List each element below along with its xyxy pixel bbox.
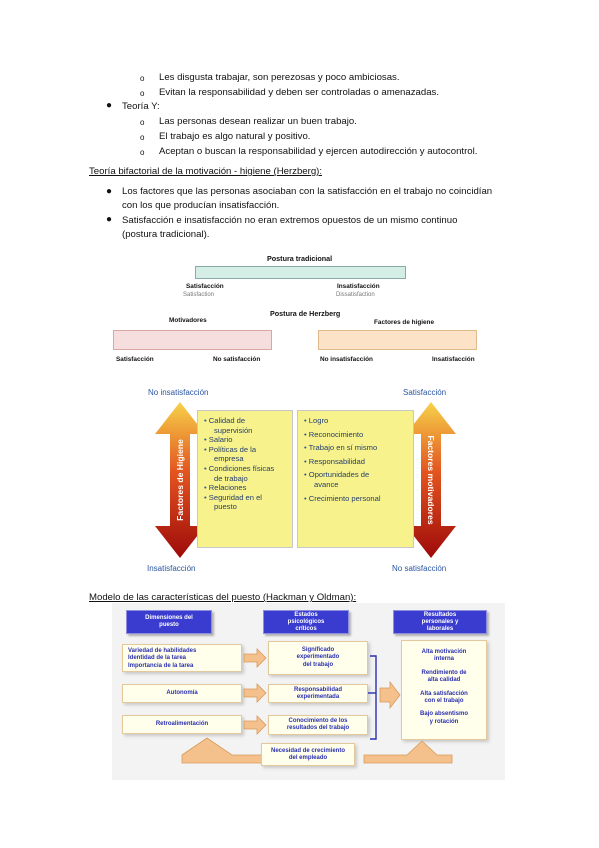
- list-item: Las personas desean realizar un buen tra…: [159, 116, 357, 127]
- bullet-marker: ●: [106, 214, 113, 225]
- bullet-marker: ●: [106, 186, 113, 197]
- list-item: Les disgusta trabajar, son perezosas y p…: [159, 72, 400, 83]
- mot-left-label: Satisfacción: [116, 356, 154, 363]
- motivators-title: Motivadores: [169, 317, 207, 324]
- arrow-skills-to-meaning: [243, 648, 267, 668]
- hyg-right-label: Insatisfacción: [432, 356, 475, 363]
- bullet-marker: o: [140, 89, 145, 98]
- hyg-left-label: No insatisfacción: [320, 356, 373, 363]
- motivators-vertical-label: Factores motivadores: [426, 435, 436, 525]
- motivators-list: • Logro • Reconocimiento • Trabajo en sí…: [304, 416, 412, 503]
- trad-left-label: Satisfacción: [186, 283, 224, 290]
- list-item: Evitan la responsabilidad y deben ser co…: [159, 87, 439, 98]
- top-right-caption: Satisfacción: [403, 388, 447, 397]
- bottom-left-caption: Insatisfacción: [147, 564, 196, 573]
- motivators-double-arrow: [406, 402, 456, 558]
- list-item: • Salario: [204, 435, 233, 445]
- list-item-continuation: con los que producían insatisfacción.: [122, 200, 280, 211]
- bullet-marker: o: [140, 74, 145, 83]
- list-item: Satisfacción e insatisfacción no eran ex…: [122, 215, 458, 226]
- list-item: • Responsabilidad: [304, 456, 365, 466]
- list-item: • Trabajo en sí mismo: [304, 443, 378, 453]
- list-item: Aceptan o buscan la responsabilidad y ej…: [159, 146, 478, 157]
- list-item: Los factores que las personas asociaban …: [122, 186, 493, 197]
- list-item: • Relaciones: [204, 483, 247, 493]
- motivators-bar: [113, 330, 272, 350]
- growth-arrow-left: [181, 737, 265, 764]
- bullet-marker: o: [140, 118, 145, 127]
- list-item: El trabajo es algo natural y positivo.: [159, 131, 311, 142]
- trad-left-sub: Satisfaction: [183, 292, 215, 298]
- hackman-arrows: [181, 648, 453, 764]
- list-item: • Logro: [304, 416, 329, 425]
- section-heading: Modelo de las características del puesto…: [89, 592, 357, 603]
- list-item: • Reconocimiento: [304, 429, 364, 439]
- growth-arrow-right: [363, 740, 453, 764]
- top-left-caption: No insatisfacción: [148, 388, 209, 397]
- hygiene-vertical-label: Factores de Higiene: [175, 439, 185, 521]
- hygiene-title: Factores de higiene: [374, 319, 435, 326]
- trad-right-sub: Dissatisfaction: [336, 292, 375, 298]
- traditional-bar: [195, 266, 406, 279]
- list-item: • Crecimiento personal: [304, 493, 381, 503]
- list-item-continuation: (postura tradicional).: [122, 229, 210, 240]
- section-heading: Teoría bifactorial de la motivación - hi…: [89, 166, 323, 177]
- motivators-box: • Logro • Reconocimiento • Trabajo en sí…: [297, 410, 414, 548]
- arrow-autonomy-to-responsibility: [243, 683, 267, 703]
- hygiene-double-arrow: [155, 402, 205, 558]
- dimension-box-autonomy: Autonomía: [122, 684, 242, 703]
- arrow-feedback-to-knowledge: [243, 715, 267, 735]
- arrow-states-to-results: [379, 680, 401, 710]
- bullet-marker: o: [140, 148, 145, 157]
- traditional-title: Postura tradicional: [267, 254, 333, 263]
- mot-right-label: No satisfacción: [213, 356, 261, 363]
- herzberg-title: Postura de Herzberg: [270, 309, 341, 318]
- trad-right-label: Insatisfacción: [337, 283, 380, 290]
- bracket-connector: [370, 655, 377, 740]
- list-label: Teoría Y:: [122, 101, 160, 112]
- bottom-right-caption: No satisfacción: [392, 564, 447, 573]
- bullet-marker: ●: [106, 100, 113, 111]
- hygiene-bar: [318, 330, 477, 350]
- dimension-box-feedback: Retroalimentación: [122, 715, 242, 734]
- bullet-marker: o: [140, 133, 145, 142]
